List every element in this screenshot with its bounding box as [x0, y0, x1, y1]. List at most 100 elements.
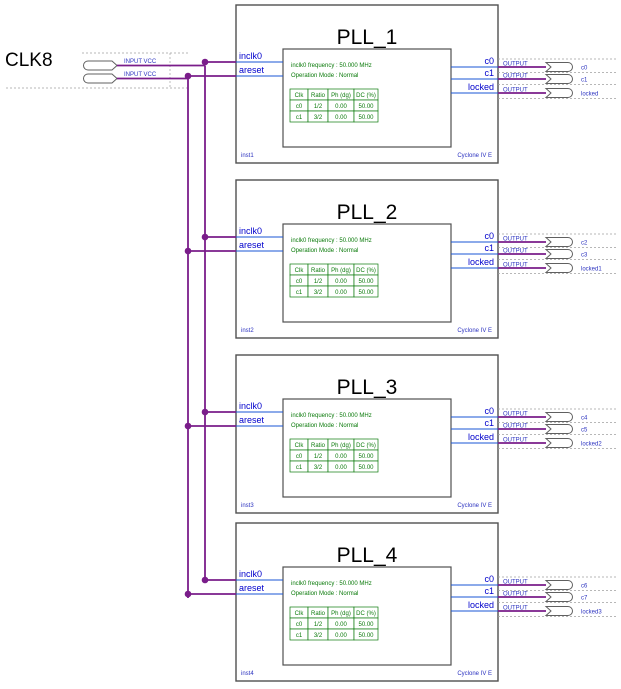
output-pin-label: locked3: [581, 609, 602, 615]
output-port-c0: c0: [484, 574, 494, 584]
output-port-c1: c1: [484, 243, 494, 253]
table-cell: 3/2: [314, 465, 323, 471]
input-port-areset: areset: [239, 415, 265, 425]
table-header-cell: Clk: [295, 93, 305, 99]
table-header-cell: Ratio: [311, 611, 326, 617]
pll-title: PLL_3: [337, 376, 398, 399]
table-cell: 50.00: [358, 633, 374, 639]
clock-junction-dot: [201, 408, 209, 416]
table-cell: c1: [296, 115, 303, 121]
pll-device-label: Cyclone IV E: [457, 503, 492, 509]
table-header-cell: DC (%): [356, 93, 376, 99]
table-cell: 0.00: [335, 454, 347, 460]
input-port-areset: areset: [239, 583, 265, 593]
table-header-cell: DC (%): [356, 611, 376, 617]
table-cell-box: [353, 628, 379, 641]
table-cell: 1/2: [314, 104, 323, 110]
pll-blocks: PLL_1 inclk0 areset inclk0 frequency : 50.0…: [184, 4, 618, 682]
input-pin-clock[interactable]: INPUT VCC: [83, 59, 206, 71]
input-port-inclk0: inclk0: [239, 226, 262, 236]
table-cell: 0.00: [335, 279, 347, 285]
reset-junction-dot: [184, 422, 192, 430]
table-cell: 3/2: [314, 633, 323, 639]
pll-frequency-info: inclk0 frequency : 50.000 MHz: [291, 413, 372, 419]
output-pin-locked2[interactable]: [544, 438, 573, 448]
output-pin-c1[interactable]: [544, 74, 573, 84]
pll-block-3[interactable]: PLL_3 inclk0 areset inclk0 frequency : 50.0…: [184, 354, 618, 514]
table-cell: c0: [296, 454, 303, 460]
table-header-cell: Ph (dg): [331, 443, 351, 449]
output-pin-locked[interactable]: [544, 88, 573, 98]
output-pin-c3[interactable]: [544, 249, 573, 259]
table-cell: 3/2: [314, 115, 323, 121]
output-port-c0: c0: [484, 56, 494, 66]
output-pin-type: OUTPUT: [503, 606, 528, 612]
table-cell: 0.00: [335, 622, 347, 628]
table-cell: 50.00: [358, 290, 374, 296]
table-cell: 0.00: [335, 104, 347, 110]
output-pin-label: c3: [581, 252, 588, 258]
input-port-inclk0: inclk0: [239, 569, 262, 579]
table-header-cell: Ph (dg): [331, 93, 351, 99]
table-header-cell: Ratio: [311, 443, 326, 449]
table-cell-box: [353, 460, 379, 473]
pll-frequency-info: inclk0 frequency : 50.000 MHz: [291, 581, 372, 587]
table-cell: c0: [296, 622, 303, 628]
table-cell-box: [353, 110, 379, 123]
output-pin-type: OUTPUT: [503, 424, 528, 430]
output-pin-locked1[interactable]: [544, 263, 573, 273]
table-header-cell: Clk: [295, 268, 305, 274]
output-pin-c7[interactable]: [544, 592, 573, 602]
output-pin-c6[interactable]: [544, 580, 573, 590]
table-cell: 50.00: [358, 622, 374, 628]
table-header-cell: Ratio: [311, 268, 326, 274]
output-port-c1: c1: [484, 68, 494, 78]
clock-junction-dot: [201, 576, 209, 584]
input-pin-clock-label: INPUT VCC: [124, 59, 157, 65]
output-pin-type: OUTPUT: [503, 88, 528, 94]
table-cell: 0.00: [335, 115, 347, 121]
table-cell: 3/2: [314, 290, 323, 296]
pll-block-4[interactable]: PLL_4 inclk0 areset inclk0 frequency : 50.0…: [184, 522, 618, 682]
pll-title: PLL_1: [337, 26, 398, 49]
output-pin-type: OUTPUT: [503, 580, 528, 586]
reset-junction-dot: [184, 247, 192, 255]
input-port-inclk0: inclk0: [239, 51, 262, 61]
pll-device-label: Cyclone IV E: [457, 328, 492, 334]
table-cell: c0: [296, 279, 303, 285]
table-header-cell: DC (%): [356, 443, 376, 449]
output-pin-c2[interactable]: [544, 237, 573, 247]
table-header-cell: Ph (dg): [331, 611, 351, 617]
output-port-c1: c1: [484, 418, 494, 428]
table-cell: 0.00: [335, 465, 347, 471]
table-cell: 1/2: [314, 622, 323, 628]
output-port-locked: locked: [468, 257, 494, 267]
table-cell: c1: [296, 290, 303, 296]
pll-title: PLL_4: [337, 544, 398, 567]
input-port-inclk0: inclk0: [239, 401, 262, 411]
table-header-cell: DC (%): [356, 268, 376, 274]
output-pin-type: OUTPUT: [503, 263, 528, 269]
output-pin-label: c5: [581, 427, 588, 433]
output-pin-type: OUTPUT: [503, 438, 528, 444]
clock-label: CLK8: [5, 50, 53, 71]
output-pin-c5[interactable]: [544, 424, 573, 434]
output-pin-label: c0: [581, 65, 588, 71]
table-cell: 50.00: [358, 115, 374, 121]
output-pin-locked3[interactable]: [544, 606, 573, 616]
output-pin-c0[interactable]: [544, 62, 573, 72]
input-pin-reset-label: INPUT VCC: [124, 72, 157, 78]
input-pin-reset[interactable]: INPUT VCC: [83, 72, 189, 84]
table-cell: 0.00: [335, 290, 347, 296]
table-header-cell: Clk: [295, 611, 305, 617]
output-pin-c4[interactable]: [544, 412, 573, 422]
output-port-c0: c0: [484, 406, 494, 416]
pll-frequency-info: inclk0 frequency : 50.000 MHz: [291, 63, 372, 69]
input-port-areset: areset: [239, 240, 265, 250]
